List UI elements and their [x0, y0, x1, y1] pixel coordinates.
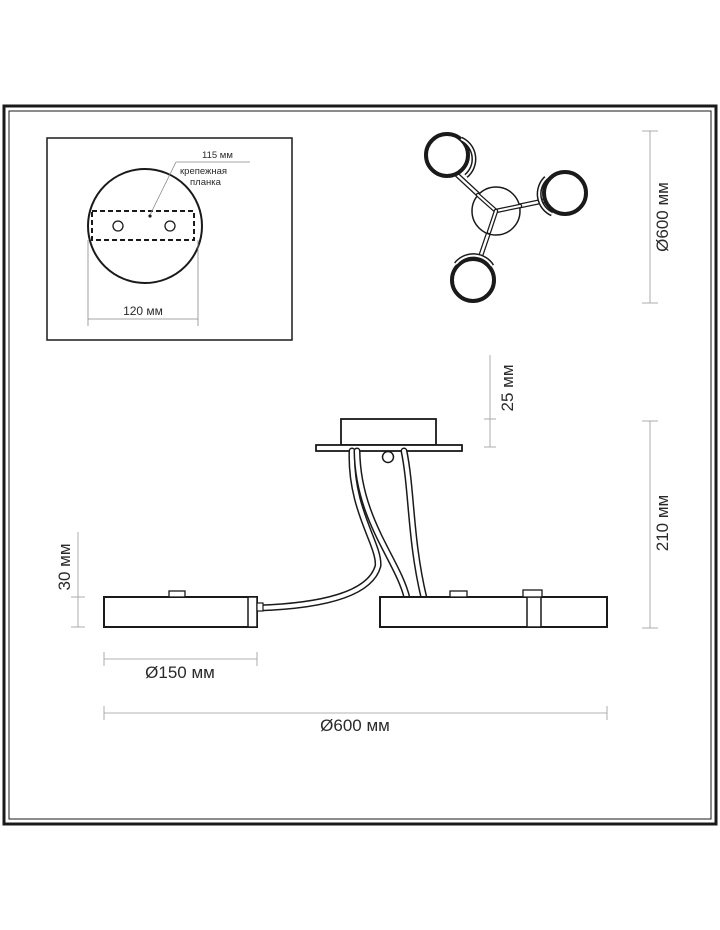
dim-plate-length-label: 115 мм: [202, 150, 233, 161]
mounting-hole: [112, 220, 124, 232]
plate-label-line1: крепежная: [180, 166, 227, 177]
mounting-inset: 115 мм крепежная планка 120 мм: [46, 137, 293, 341]
dim-shade-height-label: 30 мм: [55, 543, 74, 590]
shade-top-left: [424, 132, 477, 178]
side-view: 25 мм 210 мм 30 мм Ø150 мм Ø600 мм: [55, 355, 672, 735]
dim-total-height-label: 210 мм: [653, 495, 672, 551]
canopy-screw: [381, 450, 395, 464]
dim-canopy-height-label: 25 мм: [498, 364, 517, 411]
shade-left-side: [103, 596, 258, 628]
drawing-frame: [2, 104, 718, 826]
leader-line: [149, 161, 177, 216]
canopy-plate: [315, 444, 463, 452]
shade-bottom: [450, 253, 496, 303]
canopy-side: [340, 418, 437, 446]
dim-top-diameter-label: Ø600 мм: [653, 182, 672, 252]
shade-right: [536, 170, 588, 217]
dim-plate-width-label: 120 мм: [123, 304, 163, 318]
plate-label-line2: планка: [190, 177, 222, 188]
center-point: [148, 214, 152, 218]
canopy-circle: [87, 168, 203, 284]
mounting-hole: [164, 220, 176, 232]
arm-tubes: [254, 447, 428, 612]
top-view: Ø600 мм: [424, 130, 672, 304]
dim-total-width-label: Ø600 мм: [320, 716, 390, 735]
shade-right-side: [379, 596, 608, 628]
mounting-plate: [91, 210, 195, 241]
dim-shade-diameter-label: Ø150 мм: [145, 663, 215, 682]
